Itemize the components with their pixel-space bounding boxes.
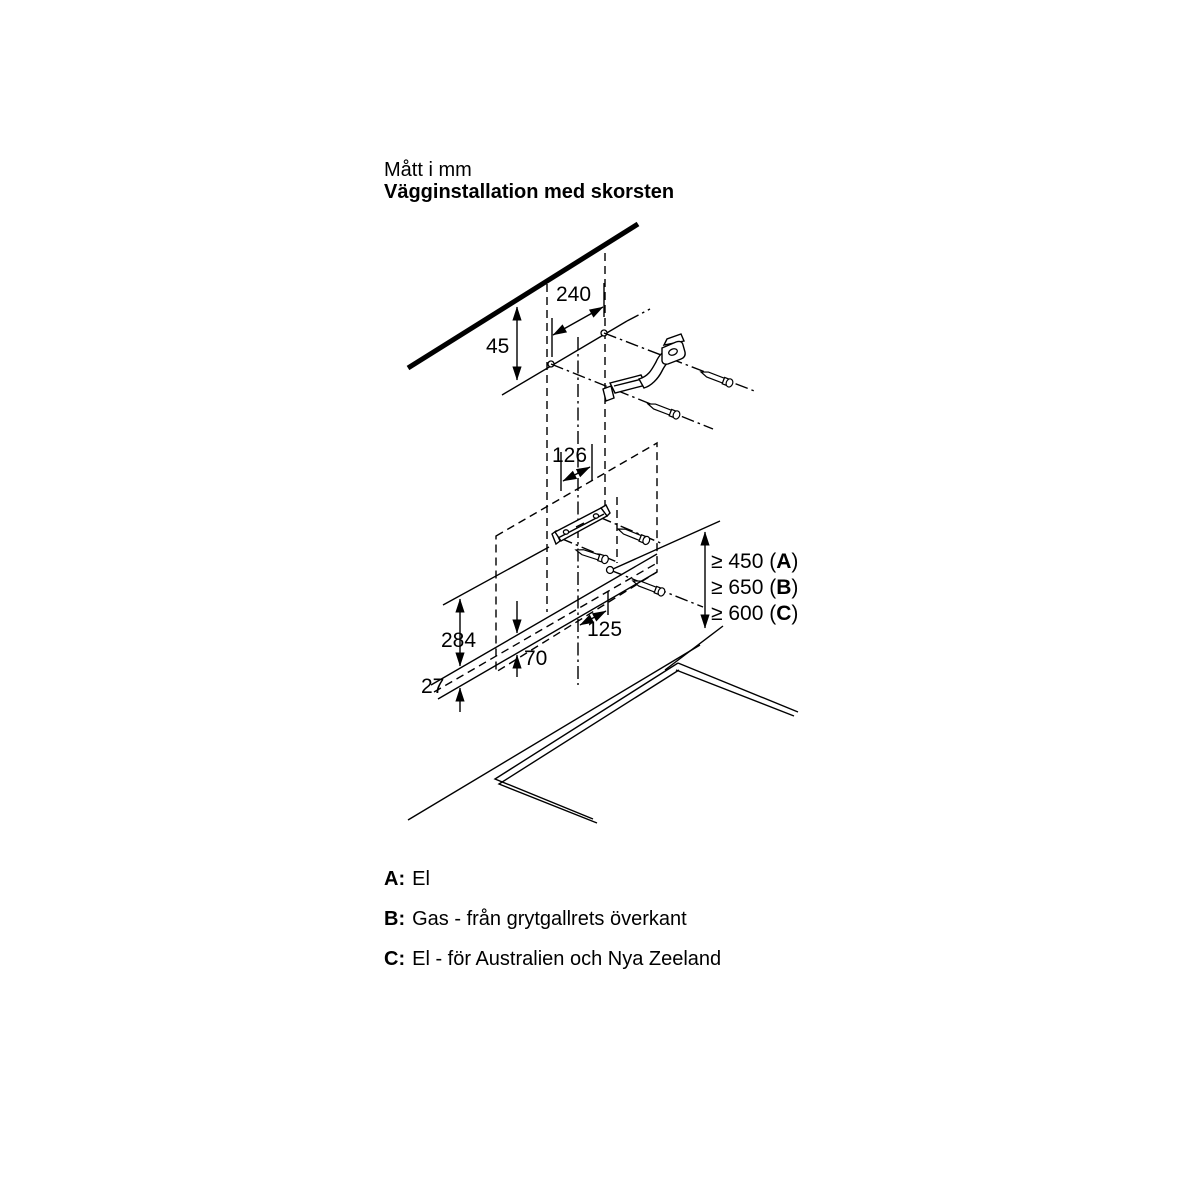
clearance-b: ≥ 650 (B): [711, 576, 799, 599]
page-title: Mått i mm Vägginstallation med skorsten: [384, 159, 674, 203]
mounting-rail: [442, 504, 611, 606]
wall-hole-lower: [605, 565, 615, 575]
dim-240-lines: [551, 283, 605, 357]
dim-125-lines: [579, 591, 609, 626]
dim-27-label: 27: [421, 675, 445, 698]
chimney-bracket: [602, 333, 686, 402]
dim-45-label: 45: [486, 335, 510, 358]
legend-item-c: C:El - för Australien och Nya Zeeland: [384, 948, 722, 970]
chimney-dashed-outline: [546, 253, 618, 612]
units-note: Mått i mm: [384, 159, 472, 181]
dim-70-label: 70: [524, 647, 548, 670]
hood-dashed-outline: [495, 441, 658, 674]
legend-item-b: B:Gas - från grytgallrets överkant: [384, 908, 687, 930]
mounting-screw: [698, 367, 735, 389]
cooktop-outline: [407, 644, 799, 824]
diagram-title: Vägginstallation med skorsten: [384, 181, 675, 203]
dim-240-label: 240: [556, 283, 592, 306]
mounting-screw: [615, 524, 652, 547]
hood-bottom-edges: [430, 553, 658, 700]
mounting-screw: [645, 399, 682, 421]
dim-284-label: 284: [441, 629, 477, 652]
legend-item-a: A:El: [384, 868, 430, 890]
dim-126-label: 126: [552, 444, 588, 467]
clearance-dimension-lines: [612, 520, 724, 671]
dim-125-label: 125: [587, 618, 623, 641]
mounting-screw: [574, 545, 610, 566]
ceiling-line: [406, 221, 640, 371]
clearance-c: ≥ 600 (C): [711, 602, 799, 625]
dim-126-lines: [560, 444, 593, 491]
clearance-a: ≥ 450 (A): [711, 550, 799, 573]
